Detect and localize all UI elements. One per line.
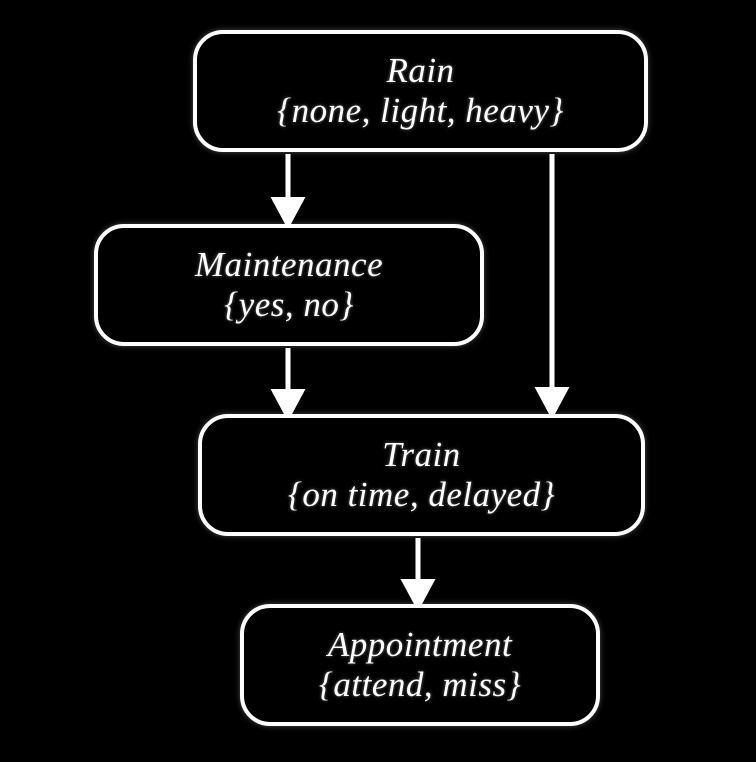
- node-train-label: Train: [382, 434, 461, 474]
- node-maintenance-label: Maintenance: [194, 244, 384, 284]
- node-train-states: {on time, delayed}: [287, 475, 556, 514]
- node-rain[interactable]: Rain {none, light, heavy}: [193, 30, 648, 152]
- node-appointment[interactable]: Appointment {attend, miss}: [240, 604, 600, 726]
- node-train[interactable]: Train {on time, delayed}: [198, 414, 645, 536]
- node-appointment-states: {attend, miss}: [318, 665, 522, 704]
- node-appointment-label: Appointment: [327, 624, 513, 664]
- node-rain-states: {none, light, heavy}: [277, 91, 564, 130]
- node-rain-label: Rain: [386, 50, 455, 90]
- node-maintenance[interactable]: Maintenance {yes, no}: [94, 224, 484, 346]
- node-maintenance-states: {yes, no}: [224, 285, 354, 324]
